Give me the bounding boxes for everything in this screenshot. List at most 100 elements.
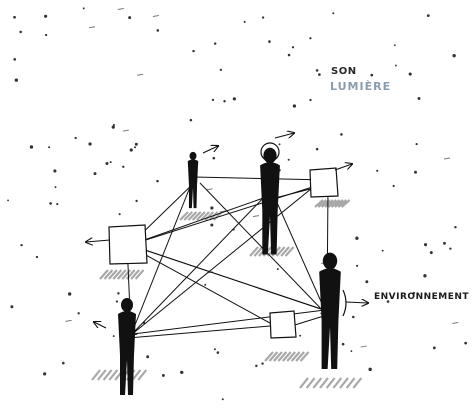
box-top-right bbox=[309, 167, 339, 198]
dot bbox=[341, 342, 345, 346]
hatch-stroke bbox=[345, 377, 356, 389]
arrow-box-top-right-to-person-bottom-left bbox=[131, 179, 323, 335]
dot bbox=[223, 100, 226, 103]
hatch-stroke bbox=[253, 246, 264, 257]
dot bbox=[414, 170, 417, 174]
dot bbox=[292, 104, 297, 108]
dot bbox=[232, 97, 236, 101]
dot bbox=[13, 15, 16, 19]
hatch-stroke bbox=[191, 211, 202, 221]
dot bbox=[180, 370, 184, 375]
hatch-stroke bbox=[325, 377, 336, 389]
dot bbox=[221, 398, 224, 401]
dot bbox=[315, 147, 319, 151]
dot bbox=[261, 16, 265, 19]
hatch-stroke bbox=[275, 246, 286, 257]
hatch-stroke bbox=[264, 351, 274, 362]
dot bbox=[309, 98, 312, 102]
dot bbox=[135, 199, 138, 203]
dot bbox=[19, 30, 22, 34]
shadow-hatch bbox=[314, 199, 351, 208]
hatch-stroke bbox=[273, 351, 283, 362]
hatch-stroke bbox=[102, 369, 113, 381]
dot bbox=[213, 348, 216, 351]
dot bbox=[77, 312, 80, 315]
dot bbox=[219, 68, 223, 71]
person-head bbox=[121, 298, 133, 312]
person-body bbox=[118, 311, 136, 395]
dot bbox=[350, 350, 353, 353]
outgoing-arrow-top-left bbox=[202, 146, 218, 154]
outgoing-arrow-top-center bbox=[274, 133, 294, 139]
arrow-box-left-to-box-center bbox=[132, 247, 279, 328]
dot bbox=[133, 146, 137, 149]
speck bbox=[137, 73, 144, 76]
dot bbox=[49, 202, 52, 205]
dot bbox=[417, 97, 421, 100]
speck bbox=[152, 15, 159, 18]
hatch-stroke bbox=[299, 377, 309, 389]
person-top-left bbox=[187, 151, 199, 209]
dot bbox=[381, 249, 384, 252]
dot bbox=[352, 315, 355, 319]
speck bbox=[88, 26, 96, 29]
dot bbox=[340, 133, 343, 136]
hatch-stroke bbox=[125, 269, 136, 280]
speck bbox=[122, 129, 129, 132]
dot bbox=[105, 161, 109, 165]
hatch-stroke bbox=[330, 199, 341, 208]
box-outline bbox=[309, 167, 339, 198]
dot bbox=[394, 64, 397, 67]
dot bbox=[88, 142, 92, 146]
dot bbox=[318, 73, 321, 76]
dot bbox=[255, 364, 258, 368]
dot bbox=[156, 179, 159, 183]
hatch-stroke bbox=[337, 199, 348, 208]
dot bbox=[93, 172, 97, 176]
dot bbox=[309, 37, 312, 40]
dot bbox=[212, 156, 216, 160]
person-head bbox=[263, 147, 277, 164]
hatch-stroke bbox=[137, 369, 148, 381]
hatch-stroke bbox=[340, 199, 351, 208]
person-head bbox=[322, 252, 338, 270]
arrow-person-right-to-box-left bbox=[130, 245, 331, 313]
hatch-stroke bbox=[339, 377, 349, 389]
dot bbox=[243, 20, 246, 23]
dot bbox=[355, 236, 359, 240]
dot bbox=[429, 251, 433, 255]
dot bbox=[392, 184, 395, 188]
hatch-stroke bbox=[284, 246, 295, 257]
hatch-stroke bbox=[305, 377, 316, 389]
dot bbox=[443, 241, 446, 245]
hatch-stroke bbox=[108, 369, 119, 381]
box-outline bbox=[108, 224, 148, 265]
speck bbox=[65, 319, 72, 322]
dot bbox=[122, 165, 125, 168]
dot bbox=[426, 14, 430, 17]
dot bbox=[44, 14, 48, 18]
dot bbox=[62, 361, 65, 365]
dot bbox=[112, 335, 115, 337]
hatch-stroke bbox=[281, 351, 292, 362]
hatch-stroke bbox=[327, 199, 338, 208]
dot bbox=[356, 264, 359, 267]
hatch-stroke bbox=[334, 199, 344, 208]
dot bbox=[43, 372, 47, 376]
person-right bbox=[319, 252, 341, 369]
dot bbox=[67, 292, 72, 296]
dot bbox=[276, 268, 279, 271]
dot bbox=[278, 143, 281, 146]
arrow-person-top-center-to-box-left bbox=[130, 194, 273, 245]
hatch-stroke bbox=[332, 377, 343, 389]
dot bbox=[299, 334, 302, 337]
hatch-stroke bbox=[286, 351, 297, 362]
dot bbox=[365, 280, 369, 284]
hatch-stroke bbox=[131, 369, 142, 381]
dot bbox=[452, 54, 456, 58]
dot bbox=[315, 69, 319, 72]
hatch-stroke bbox=[121, 269, 132, 280]
hatch-stroke bbox=[295, 351, 305, 362]
